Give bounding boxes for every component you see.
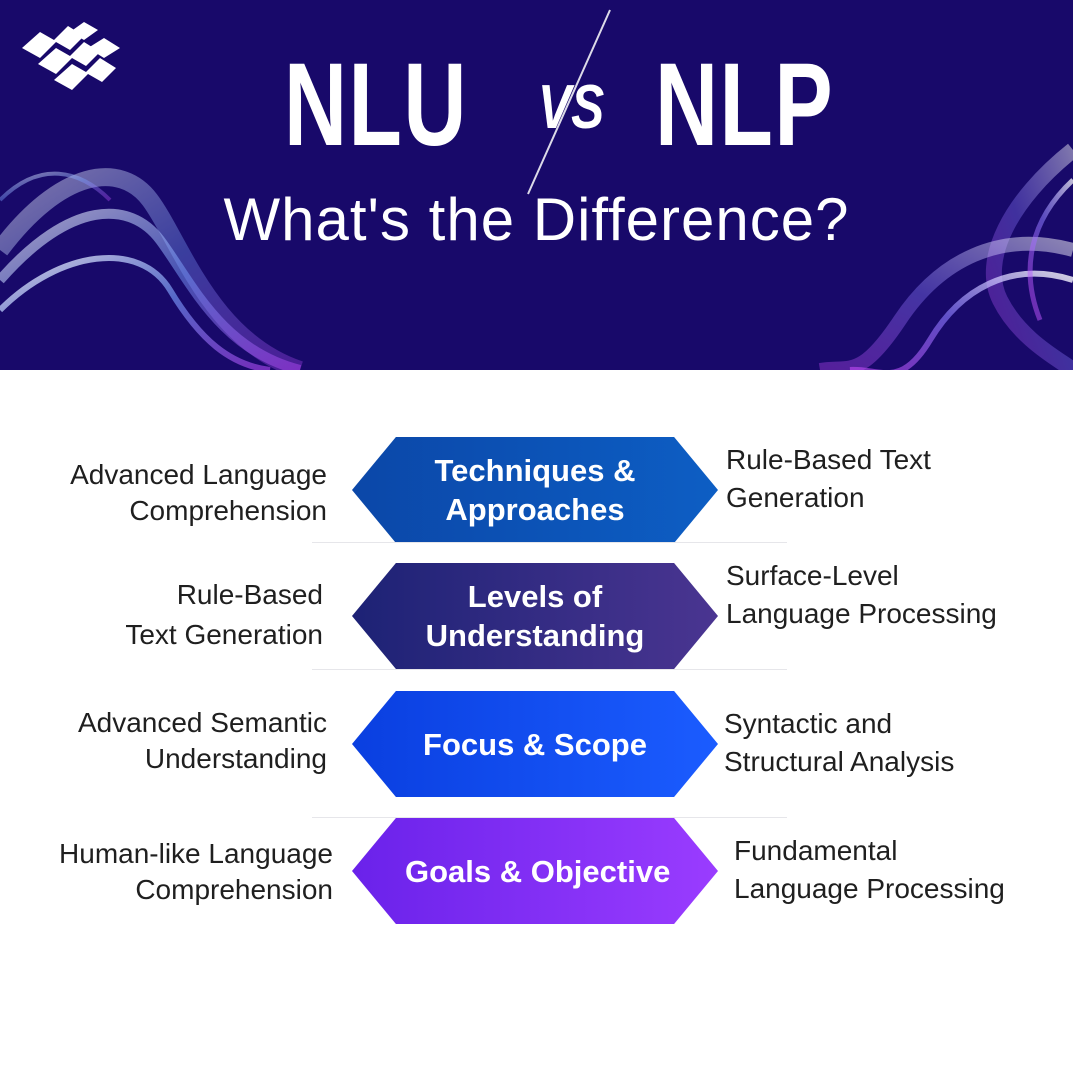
nlp-description: Rule-Based Text Generation: [726, 444, 931, 513]
comparison-row: Rule-Based Text Generation Levels of Und…: [0, 560, 1073, 673]
title-nlu: NLU: [284, 39, 468, 171]
nlp-description: Surface-Level Language Processing: [726, 560, 997, 629]
row-divider: [312, 669, 787, 670]
category-label: Levels of Understanding: [425, 579, 645, 653]
category-label: Goals & Objective: [405, 853, 671, 889]
category-hexagon: Focus & Scope: [352, 691, 718, 797]
comparison-row: Advanced Semantic Understanding Focus & …: [0, 691, 1073, 801]
nlp-description: Syntactic and Structural Analysis: [724, 708, 955, 777]
row-divider: [312, 817, 787, 818]
vs-label: VS: [538, 73, 605, 142]
category-hexagon: Techniques & Approaches: [352, 437, 718, 543]
title-nlp: NLP: [655, 39, 835, 171]
vs-divider-line: [527, 9, 611, 195]
nlu-description: Human-like Language Comprehension: [59, 838, 333, 905]
row-divider: [312, 542, 787, 543]
page-subtitle: What's the Difference?: [223, 186, 850, 253]
nlu-description: Rule-Based Text Generation: [125, 579, 323, 650]
header-banner: NLU VS NLP What's the Difference?: [0, 0, 1073, 370]
category-hexagon: Goals & Objective: [352, 818, 718, 924]
nlu-description: Advanced Semantic Understanding: [77, 707, 327, 774]
category-label: Techniques & Approaches: [434, 453, 636, 527]
category-label: Focus & Scope: [423, 726, 647, 762]
nlp-description: Fundamental Language Processing: [734, 835, 1005, 904]
category-hexagon: Levels of Understanding: [352, 563, 718, 669]
comparison-row: Advanced Language Comprehension Techniqu…: [0, 437, 1073, 547]
nlu-description: Advanced Language Comprehension: [70, 459, 327, 526]
comparison-row: Human-like Language Comprehension Goals …: [0, 818, 1073, 928]
grid-wave-logo-icon: [22, 22, 120, 90]
light-swirl-decoration: [0, 143, 1073, 370]
